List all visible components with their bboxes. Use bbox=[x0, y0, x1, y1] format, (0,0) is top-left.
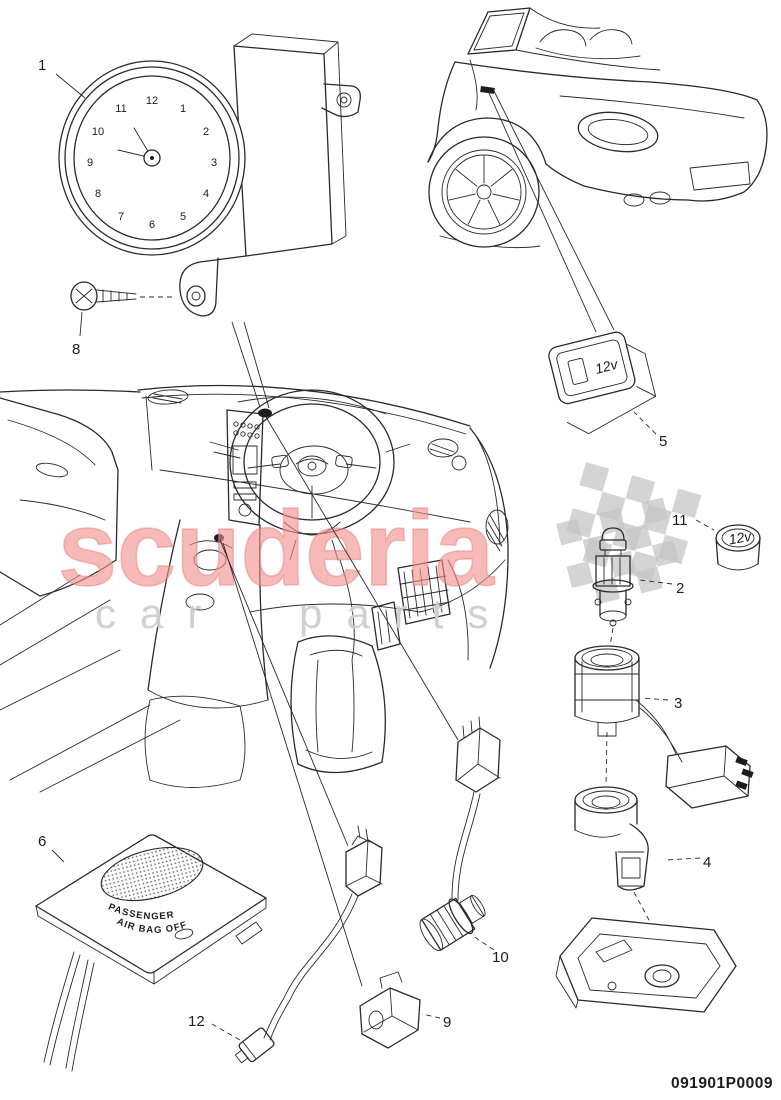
socket-wires bbox=[635, 699, 683, 763]
license-plate bbox=[689, 161, 751, 191]
watermark-subtitle: car parts bbox=[95, 590, 512, 637]
speaker-grille bbox=[100, 846, 204, 902]
svg-text:PASSENGER: PASSENGER bbox=[107, 902, 176, 923]
callout-6: 6 bbox=[38, 833, 46, 850]
clock-number: 7 bbox=[118, 211, 124, 223]
socket-12v-label: 12v bbox=[593, 356, 620, 377]
cap-12v: 12v bbox=[715, 524, 761, 571]
clock-number: 1 bbox=[180, 103, 186, 115]
clock-number: 2 bbox=[203, 126, 209, 138]
clock-number: 11 bbox=[115, 103, 126, 115]
pedals bbox=[371, 559, 451, 651]
cable-line bbox=[263, 893, 353, 1039]
socket-12v-part: 12v bbox=[548, 331, 657, 435]
part-number: 091901P0009 bbox=[671, 1075, 773, 1092]
door-speaker bbox=[485, 509, 509, 545]
seat bbox=[144, 635, 386, 788]
callout-2: 2 bbox=[676, 580, 684, 597]
gear-knob bbox=[193, 549, 227, 571]
door-handle bbox=[35, 462, 69, 478]
socket-housing bbox=[574, 645, 754, 809]
center-stack bbox=[226, 409, 264, 526]
tail-light bbox=[577, 111, 659, 153]
callout-11: 11 bbox=[672, 512, 688, 529]
watermark-title: scuderia bbox=[58, 490, 495, 608]
lighter-plug bbox=[592, 527, 634, 627]
callout-1: 1 bbox=[38, 57, 46, 74]
clock-number: 12 bbox=[146, 95, 158, 107]
callout-10: 10 bbox=[492, 949, 509, 966]
lamp-holder bbox=[574, 786, 649, 891]
clock-assembly: 12 1 2 3 4 5 6 7 8 9 10 11 bbox=[58, 33, 361, 317]
callout-5: 5 bbox=[659, 433, 667, 450]
clock-number: 5 bbox=[180, 211, 186, 223]
mounting-bracket bbox=[555, 917, 737, 1013]
right-air-vent bbox=[427, 438, 459, 458]
steering-logo bbox=[297, 455, 327, 477]
callouts: 1 2 3 4 5 6 8 9 10 11 12 bbox=[38, 57, 711, 1031]
callout-4: 4 bbox=[703, 854, 711, 871]
left-air-vent bbox=[147, 389, 189, 405]
cable-12 bbox=[234, 825, 383, 1064]
clock-number: 4 bbox=[203, 188, 209, 200]
watermark: scuderia car parts bbox=[57, 462, 702, 637]
socket-location-marker bbox=[214, 534, 224, 542]
lighter-cable-10 bbox=[419, 716, 501, 951]
cable-line bbox=[451, 791, 481, 901]
callout-9: 9 bbox=[443, 1014, 451, 1031]
steering-wheel bbox=[209, 389, 411, 561]
car-illustration bbox=[427, 7, 768, 249]
phillips-cross bbox=[75, 288, 93, 304]
headrests bbox=[539, 29, 633, 47]
wheel bbox=[428, 136, 540, 248]
clock-number: 6 bbox=[149, 219, 155, 231]
socket-location-marker-car bbox=[480, 86, 495, 94]
mounting-tab-top bbox=[321, 83, 361, 118]
clock-number: 3 bbox=[211, 157, 217, 169]
label-wire bbox=[65, 959, 95, 1072]
mounting-screw bbox=[70, 281, 172, 311]
clock-number: 10 bbox=[92, 126, 104, 138]
mounting-tab-bottom bbox=[179, 255, 247, 317]
callout-8: 8 bbox=[72, 341, 80, 358]
clock-number: 9 bbox=[87, 157, 93, 169]
clock-number: 8 bbox=[95, 188, 101, 200]
connector-9 bbox=[359, 971, 421, 1049]
clock-location-marker bbox=[258, 408, 272, 418]
callout-3: 3 bbox=[674, 695, 682, 712]
leader-lines bbox=[51, 73, 715, 1041]
cap-12v-label: 12v bbox=[727, 528, 753, 548]
label-wire bbox=[43, 951, 81, 1066]
wiring-connector bbox=[665, 745, 754, 809]
interior-dashboard-illustration bbox=[0, 384, 509, 793]
callout-12: 12 bbox=[188, 1013, 205, 1030]
airbag-text-line1: PASSENGER bbox=[107, 902, 175, 923]
